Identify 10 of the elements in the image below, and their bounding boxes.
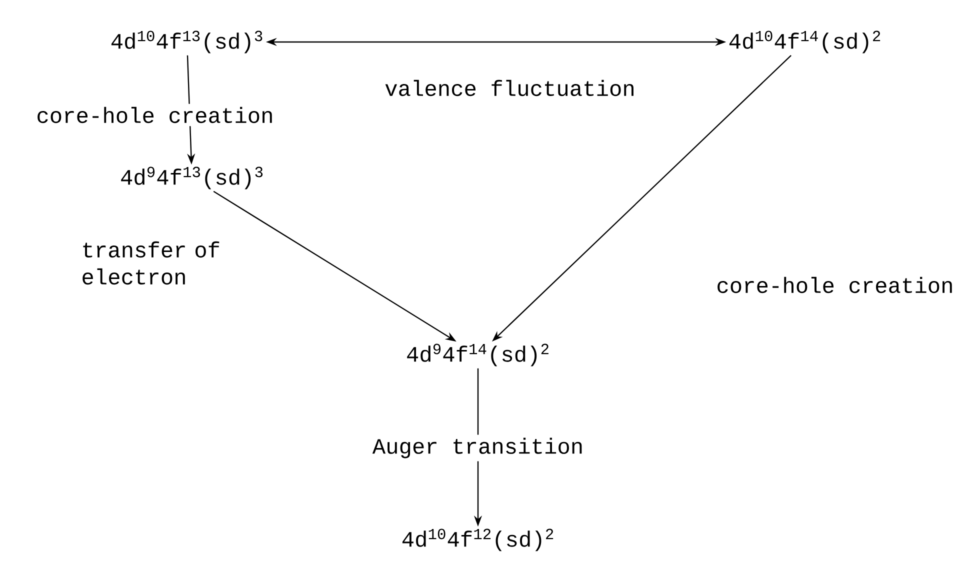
- edge-label: valence fluctuation: [385, 80, 634, 96]
- configuration-label: 4d$^{9}$4f$^{13}$(sd)$^{3}$: [121, 166, 263, 190]
- note-label: core-hole creation: [718, 276, 952, 294]
- configuration-label: 4d$^{10}$4f$^{13}$(sd)$^{3}$: [111, 30, 262, 54]
- edge-label: Auger transition: [369, 434, 587, 462]
- edge-label: transfer of electron: [82, 241, 220, 285]
- configuration-label: 4d$^{10}$4f$^{14}$(sd)$^{2}$: [729, 30, 880, 54]
- edge-label: core-hole creation: [33, 104, 277, 126]
- configuration-label: 4d$^{10}$4f$^{12}$(sd)$^{2}$: [402, 528, 554, 552]
- configuration-label: 4d$^{9}$4f$^{14}$(sd)$^{2}$: [407, 344, 548, 366]
